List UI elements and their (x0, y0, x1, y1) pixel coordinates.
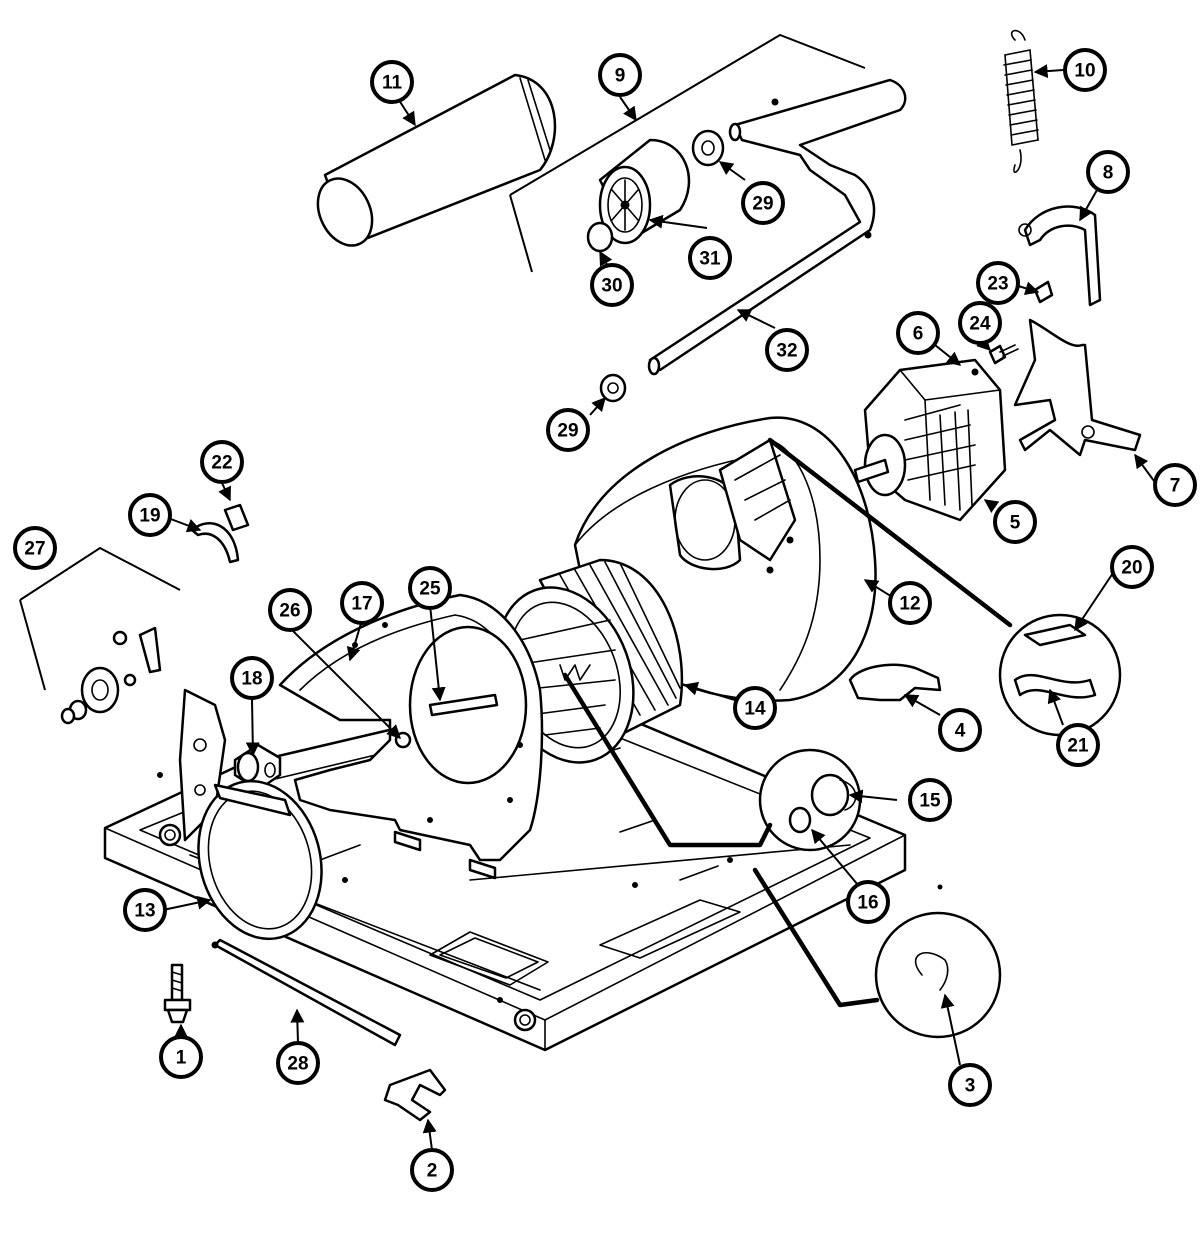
callout: 8 (1086, 150, 1130, 194)
callout: 17 (340, 581, 384, 625)
svg-text:32: 32 (776, 341, 797, 362)
svg-text:20: 20 (1121, 558, 1142, 579)
idler-shaft (647, 78, 907, 376)
svg-text:19: 19 (139, 506, 160, 527)
switch-assembly (60, 626, 162, 725)
callout: 7 (1153, 463, 1197, 507)
callout: 27 (13, 526, 57, 570)
detail-circle-belt-tension (998, 613, 1122, 737)
tab-pad (223, 503, 250, 532)
svg-text:13: 13 (134, 901, 155, 922)
callout: 1 (159, 1035, 203, 1079)
svg-text:4: 4 (955, 721, 966, 742)
detail-line-wheel (562, 672, 773, 848)
svg-text:10: 10 (1074, 61, 1095, 82)
svg-text:18: 18 (241, 669, 262, 690)
svg-text:5: 5 (1010, 513, 1021, 534)
drum-roller (316, 73, 557, 247)
svg-text:14: 14 (744, 699, 766, 720)
callout: 16 (846, 880, 890, 924)
callout: 26 (268, 588, 312, 632)
bracket-9-left (509, 194, 533, 273)
callout: 10 (1063, 48, 1107, 92)
callout: 29 (546, 408, 590, 452)
detail-line-belt (767, 437, 1013, 628)
detail-circle-clip (758, 748, 862, 852)
callout: 15 (908, 778, 952, 822)
callout: 25 (408, 566, 452, 610)
front-bulkhead (278, 593, 544, 880)
svg-text:1: 1 (176, 1048, 187, 1069)
svg-text:2: 2 (427, 1161, 438, 1182)
svg-text:23: 23 (987, 274, 1008, 295)
svg-text:24: 24 (969, 314, 991, 335)
brace (211, 938, 402, 1047)
svg-text:27: 27 (24, 539, 45, 560)
callout: 13 (123, 888, 167, 932)
callout: 20 (1110, 545, 1154, 589)
svg-text:25: 25 (419, 579, 441, 600)
screw-23 (1033, 280, 1054, 304)
callout: 12 (888, 581, 932, 625)
washer-top (691, 129, 725, 167)
clip (383, 1068, 447, 1122)
callout: 6 (896, 311, 940, 355)
svg-text:7: 7 (1170, 476, 1181, 497)
callout: 11 (370, 60, 414, 104)
svg-text:8: 8 (1103, 163, 1114, 184)
svg-text:6: 6 (913, 324, 924, 345)
detail-circle-retainer (874, 911, 1002, 1039)
callout: 2 (410, 1148, 454, 1192)
callout: 32 (765, 328, 809, 372)
shaft-cap (586, 221, 614, 253)
callout: 21 (1056, 723, 1100, 767)
leaders (162, 64, 1158, 1151)
callout: 31 (688, 236, 732, 280)
svg-text:3: 3 (965, 1076, 976, 1097)
washer-bottom (599, 373, 627, 403)
callout: 22 (200, 440, 244, 484)
callout: 14 (733, 686, 777, 730)
bracket-9 (509, 33, 866, 196)
svg-text:31: 31 (699, 249, 721, 270)
leveling-foot (163, 963, 192, 1024)
svg-text:26: 26 (279, 601, 300, 622)
svg-text:11: 11 (382, 73, 403, 94)
bracket-27 (19, 546, 181, 601)
screw-24 (988, 344, 1019, 365)
detail-line-retainer (752, 867, 880, 1008)
callout: 9 (598, 53, 642, 97)
callout: 24 (958, 301, 1002, 345)
callout: 19 (128, 493, 172, 537)
motor-clamp (1018, 205, 1102, 307)
svg-text:15: 15 (919, 791, 941, 812)
callout: 30 (590, 263, 634, 307)
tension-spring (1003, 29, 1039, 173)
svg-text:17: 17 (351, 594, 372, 615)
callout: 18 (230, 656, 274, 700)
svg-text:22: 22 (211, 453, 232, 474)
callout: 28 (276, 1041, 320, 1085)
callout: 29 (741, 181, 785, 225)
callout: 23 (976, 261, 1020, 305)
callout: 3 (948, 1063, 992, 1107)
exhaust-seal-ring (197, 779, 323, 941)
svg-text:28: 28 (287, 1054, 308, 1075)
svg-text:9: 9 (615, 66, 626, 87)
motor (853, 358, 1007, 522)
blower-flap (848, 663, 942, 702)
svg-text:16: 16 (857, 893, 878, 914)
svg-text:12: 12 (899, 594, 920, 615)
bracket-27-left (19, 599, 46, 691)
svg-text:21: 21 (1067, 736, 1089, 757)
callout: 5 (993, 500, 1037, 544)
svg-text:29: 29 (752, 194, 773, 215)
callout: 4 (938, 708, 982, 752)
motor-mount (1013, 318, 1142, 457)
svg-text:29: 29 (557, 421, 578, 442)
svg-text:30: 30 (601, 276, 622, 297)
belt-clip (190, 522, 240, 564)
idler-pulley (598, 138, 691, 245)
